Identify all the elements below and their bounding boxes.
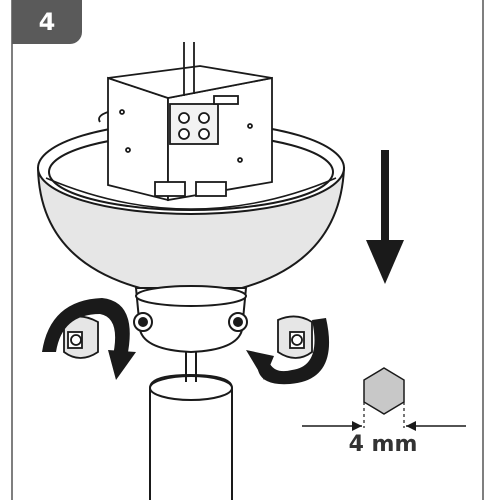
rotate-left-arrow-icon [42,298,136,380]
downrod [149,350,233,500]
mounting-bracket [98,42,273,202]
hex-nut-icon [363,367,405,428]
arrow-down-icon [366,150,404,284]
rotate-right-arrow-icon [246,318,330,385]
hex-key-size-label: 4 mm [348,432,418,457]
collar [133,285,248,354]
dimension-arrows [302,421,466,431]
right-set-screw [277,315,313,359]
left-set-screw [63,315,99,359]
step-number-badge: 4 [12,0,82,44]
